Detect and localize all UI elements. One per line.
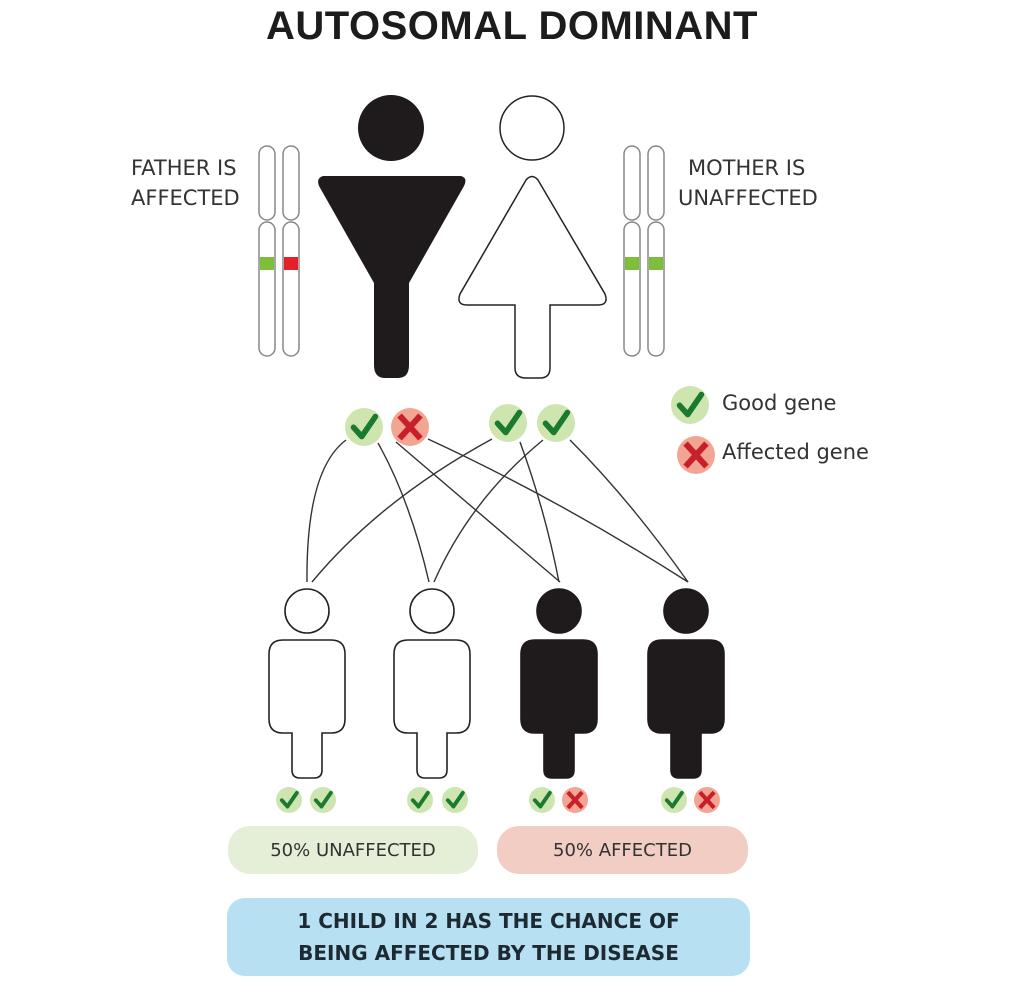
- child-body: [268, 639, 346, 779]
- father-figure: [318, 95, 466, 378]
- legend-good-label: Good gene: [722, 391, 837, 415]
- chromosome: [282, 145, 300, 357]
- child-unaffected-figure: [393, 588, 471, 779]
- child-body: [393, 639, 471, 779]
- check-mark-icon: [445, 790, 465, 809]
- inheritance-line: [306, 439, 347, 583]
- outcome-affected-badge: 50% AFFECTED: [497, 826, 748, 874]
- good-gene-badge: [671, 386, 709, 424]
- x-mark-icon: [397, 413, 423, 441]
- good-gene-badge: [310, 787, 336, 813]
- inheritance-lines: [306, 438, 689, 583]
- father-label-line2: AFFECTED: [131, 186, 240, 210]
- check-mark-icon: [664, 790, 684, 809]
- check-mark-icon: [532, 790, 552, 809]
- mother-figure: [458, 95, 607, 379]
- check-mark-icon: [313, 790, 333, 809]
- check-mark-icon: [410, 790, 430, 809]
- inheritance-line: [395, 441, 561, 583]
- good-gene-badge: [489, 404, 527, 442]
- outcome-affected-label: 50% AFFECTED: [553, 839, 692, 861]
- children-gene-badges: [276, 787, 720, 813]
- mother-label: MOTHER IS UNAFFECTED: [678, 153, 818, 213]
- outcome-unaffected-label: 50% UNAFFECTED: [270, 839, 436, 861]
- diagram-title: AUTOSOMAL DOMINANT: [266, 4, 758, 48]
- gene-marker: [625, 257, 639, 270]
- affected-gene-badge: [562, 787, 588, 813]
- child-body: [647, 639, 725, 779]
- parent-gene-badges: [345, 404, 575, 446]
- good-gene-badge: [529, 787, 555, 813]
- check-mark-icon: [350, 413, 379, 440]
- good-gene-badge: [537, 404, 575, 442]
- mother-label-line2: UNAFFECTED: [678, 186, 818, 210]
- summary-box: 1 CHILD IN 2 HAS THE CHANCE OF BEING AFF…: [227, 898, 750, 976]
- child-head: [409, 588, 455, 634]
- chromosome: [647, 145, 665, 357]
- x-mark-icon: [698, 790, 716, 810]
- child-affected-figure: [520, 588, 598, 779]
- check-mark-icon: [542, 409, 571, 436]
- good-gene-badge: [276, 787, 302, 813]
- affected-gene-badge: [694, 787, 720, 813]
- legend-affected-label: Affected gene: [722, 440, 869, 464]
- mother-label-line1: MOTHER IS: [688, 156, 806, 180]
- inheritance-line: [311, 438, 493, 583]
- inheritance-line: [377, 442, 430, 583]
- father-head: [358, 95, 424, 161]
- child-head: [536, 588, 582, 634]
- summary-line2: BEING AFFECTED BY THE DISEASE: [298, 941, 679, 965]
- x-mark-icon: [683, 441, 709, 469]
- affected-gene-badge: [391, 408, 429, 446]
- child-body: [520, 639, 598, 779]
- mother-head: [499, 95, 565, 161]
- affected-gene-badge: [677, 436, 715, 474]
- summary-line1: 1 CHILD IN 2 HAS THE CHANCE OF: [297, 909, 680, 933]
- legend-badges: [671, 386, 715, 474]
- check-mark-icon: [676, 391, 705, 418]
- gene-marker: [260, 257, 274, 270]
- inheritance-line: [519, 441, 560, 583]
- father-body: [318, 176, 466, 378]
- inheritance-line: [569, 439, 689, 583]
- inheritance-line: [427, 438, 689, 583]
- mother-chromosomes: [623, 145, 665, 357]
- check-mark-icon: [494, 409, 523, 436]
- chromosome: [258, 145, 276, 357]
- child-head: [284, 588, 330, 634]
- child-unaffected-figure: [268, 588, 346, 779]
- child-affected-figure: [647, 588, 725, 779]
- father-chromosomes: [258, 145, 300, 357]
- father-label-line1: FATHER IS: [131, 156, 237, 180]
- children-figures: [268, 588, 725, 779]
- good-gene-badge: [407, 787, 433, 813]
- child-head: [663, 588, 709, 634]
- mother-body: [458, 175, 607, 379]
- good-gene-badge: [442, 787, 468, 813]
- father-label: FATHER IS AFFECTED: [131, 153, 240, 213]
- inheritance-line: [433, 439, 544, 583]
- chromosome: [623, 145, 641, 357]
- outcome-unaffected-badge: 50% UNAFFECTED: [228, 826, 478, 874]
- gene-marker: [649, 257, 663, 270]
- good-gene-badge: [661, 787, 687, 813]
- good-gene-badge: [345, 408, 383, 446]
- gene-marker: [284, 257, 298, 270]
- x-mark-icon: [566, 790, 584, 810]
- check-mark-icon: [279, 790, 299, 809]
